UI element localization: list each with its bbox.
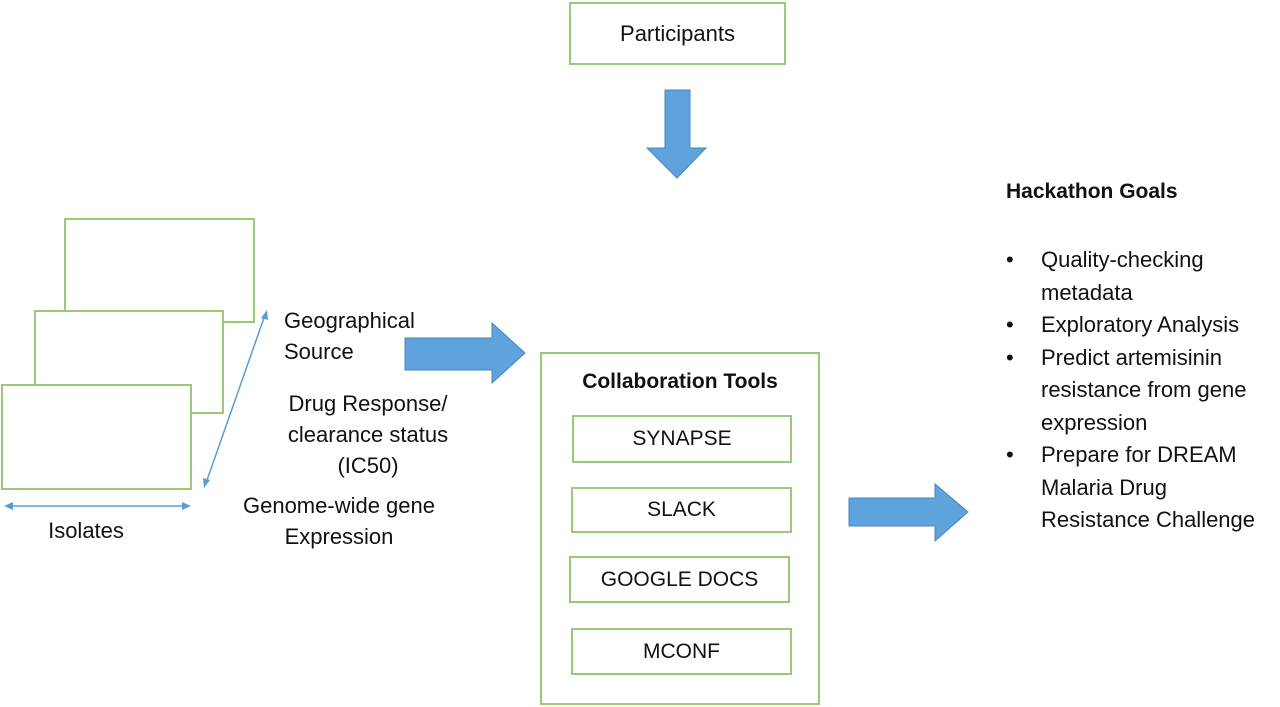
goals-title: Hackathon Goals [1006,180,1178,203]
goal-item: •Predict artemisinin resistance from gen… [1006,342,1280,440]
tool-slack: SLACK [571,487,792,533]
isolate-sheet-back [64,218,255,323]
tool-mconf: MCONF [571,628,792,675]
tool-synapse: SYNAPSE [572,415,792,463]
participants-label: Participants [620,20,735,46]
bullet-icon: • [1006,312,1014,337]
bullet-icon: • [1006,442,1014,467]
tool-google-docs: GOOGLE DOCS [569,556,790,603]
collaboration-tools-title: Collaboration Tools [582,370,778,393]
drug-response-label: Drug Response/ clearance status (IC50) [287,391,449,478]
goal-item: •Prepare for DREAM Malaria Drug Resistan… [1006,439,1280,537]
down-arrow [645,89,708,179]
bullet-icon: • [1006,344,1014,370]
right-arrow-to-tools [404,321,526,385]
participants-box: Participants [569,2,786,65]
bullet-icon: • [1006,247,1014,272]
goal-item: •Quality-checking metadata [1006,244,1280,309]
depth-double-arrow [203,310,268,488]
isolate-sheet-front [1,384,192,490]
right-arrow-to-goals [848,482,969,543]
goals-list: •Quality-checking metadata •Exploratory … [1006,244,1280,537]
gene-expression-label: Genome-wide gene Expression [242,493,435,549]
isolates-double-arrow [4,502,191,510]
isolates-label: Isolates [48,518,124,543]
geographical-source-label: Geographical Source [284,308,415,364]
goal-item: •Exploratory Analysis [1006,309,1280,342]
